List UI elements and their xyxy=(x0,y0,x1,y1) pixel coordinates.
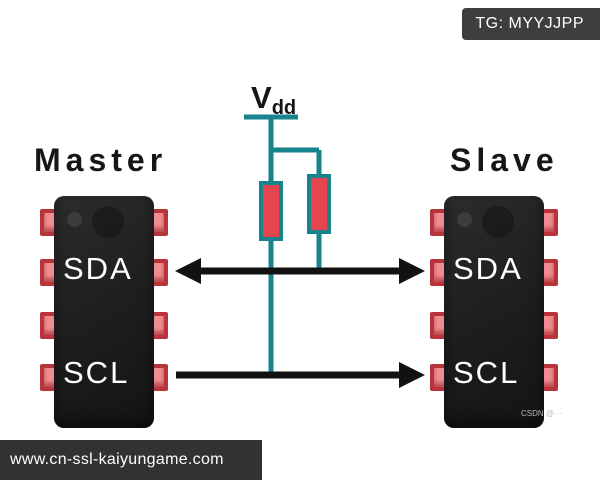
scl-bus-arrow xyxy=(176,362,425,388)
watermark-text: CSDN @··· xyxy=(521,409,563,418)
pullup-resistor-left xyxy=(259,181,283,241)
master-title: Master xyxy=(34,142,168,178)
master-sda-label: SDA xyxy=(63,251,133,286)
chip-mold-mark xyxy=(482,206,514,238)
chip-body xyxy=(444,196,544,428)
pin1-indicator-dot xyxy=(457,212,472,227)
footer-url-text: www.cn-ssl-kaiyungame.com xyxy=(10,451,224,468)
vdd-label: Vdd xyxy=(251,80,296,120)
footer-url-bar: www.cn-ssl-kaiyungame.com xyxy=(0,440,262,480)
pin1-indicator-dot xyxy=(67,212,82,227)
slave-title: Slave xyxy=(450,142,559,178)
chip-body xyxy=(54,196,154,428)
master-scl-label: SCL xyxy=(63,355,130,390)
vdd-label-sub: dd xyxy=(271,97,297,119)
pullup-resistor-right xyxy=(307,174,331,234)
slave-chip: SDA SCL xyxy=(430,196,558,428)
chip-mold-mark xyxy=(92,206,124,238)
slave-sda-label: SDA xyxy=(453,251,523,286)
tg-badge: TG: MYYJJPP xyxy=(462,8,600,40)
master-chip: SDA SCL xyxy=(40,196,168,428)
sda-bus-arrow xyxy=(175,258,425,284)
slave-scl-label: SCL xyxy=(453,355,520,390)
vdd-label-main: V xyxy=(251,80,272,115)
